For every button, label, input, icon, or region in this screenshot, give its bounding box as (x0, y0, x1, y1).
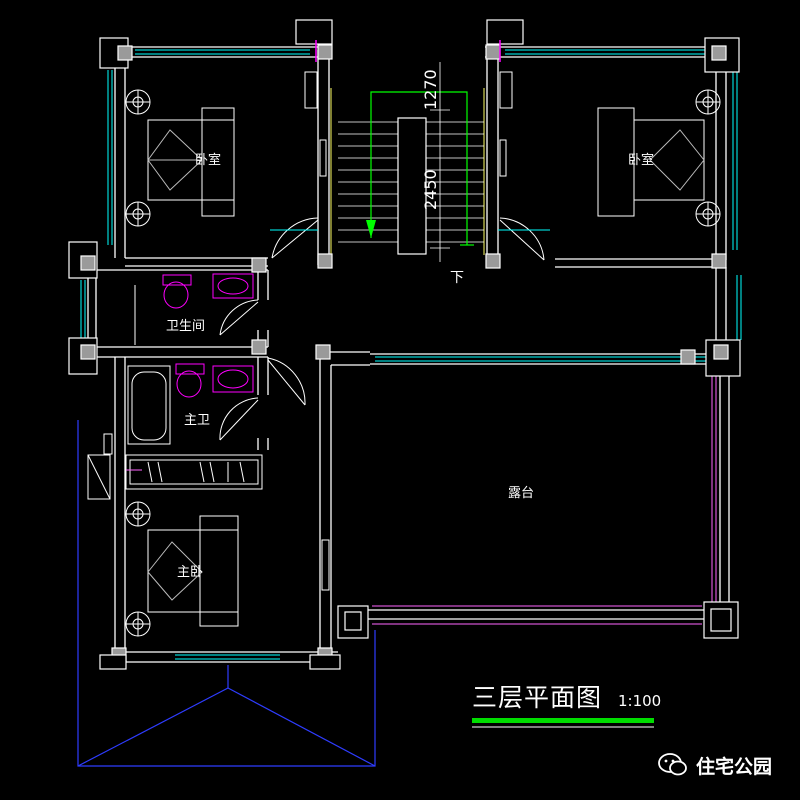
bathtub (127, 285, 171, 445)
drawing-title: 三层平面图 (472, 683, 602, 712)
dimension-lower: 2450 (421, 169, 440, 210)
room-label-bathroom: 卫生间 (166, 319, 205, 334)
wechat-icon (658, 753, 687, 776)
right-bedroom-bed (597, 89, 721, 227)
master-closet (125, 454, 263, 490)
stair-arrowhead (366, 220, 376, 238)
bathroom-fixtures (162, 273, 254, 398)
fixture-marks (315, 40, 501, 62)
staircase: 1270 2450 下 (338, 62, 484, 286)
windows (80, 49, 742, 660)
room-label-master-bath: 主卫 (184, 413, 210, 428)
stair-arrow (370, 91, 474, 246)
equipment-box (87, 433, 113, 500)
room-label-bedroom-right: 卧室 (628, 152, 654, 168)
room-label-master-bedroom: 主卧 (177, 565, 203, 580)
terrace-railing (372, 375, 717, 625)
master-bedroom-bed (125, 501, 239, 637)
stair-side-cabinets (304, 71, 513, 591)
exterior-walls (87, 46, 730, 663)
title-underline (472, 718, 654, 723)
scale-label: 1:100 (618, 692, 661, 710)
pillars (68, 19, 741, 670)
roof-outline (77, 420, 376, 767)
watermark-text: 住宅公园 (696, 755, 773, 778)
left-bedroom-bed (125, 89, 235, 227)
doors (219, 217, 550, 441)
room-label-bedroom-left: 卧室 (195, 152, 221, 168)
dimension-upper: 1270 (421, 69, 440, 110)
stair-direction-label: 下 (450, 270, 464, 286)
watermark: 住宅公园 (658, 750, 772, 780)
room-label-terrace: 露台 (508, 486, 534, 501)
